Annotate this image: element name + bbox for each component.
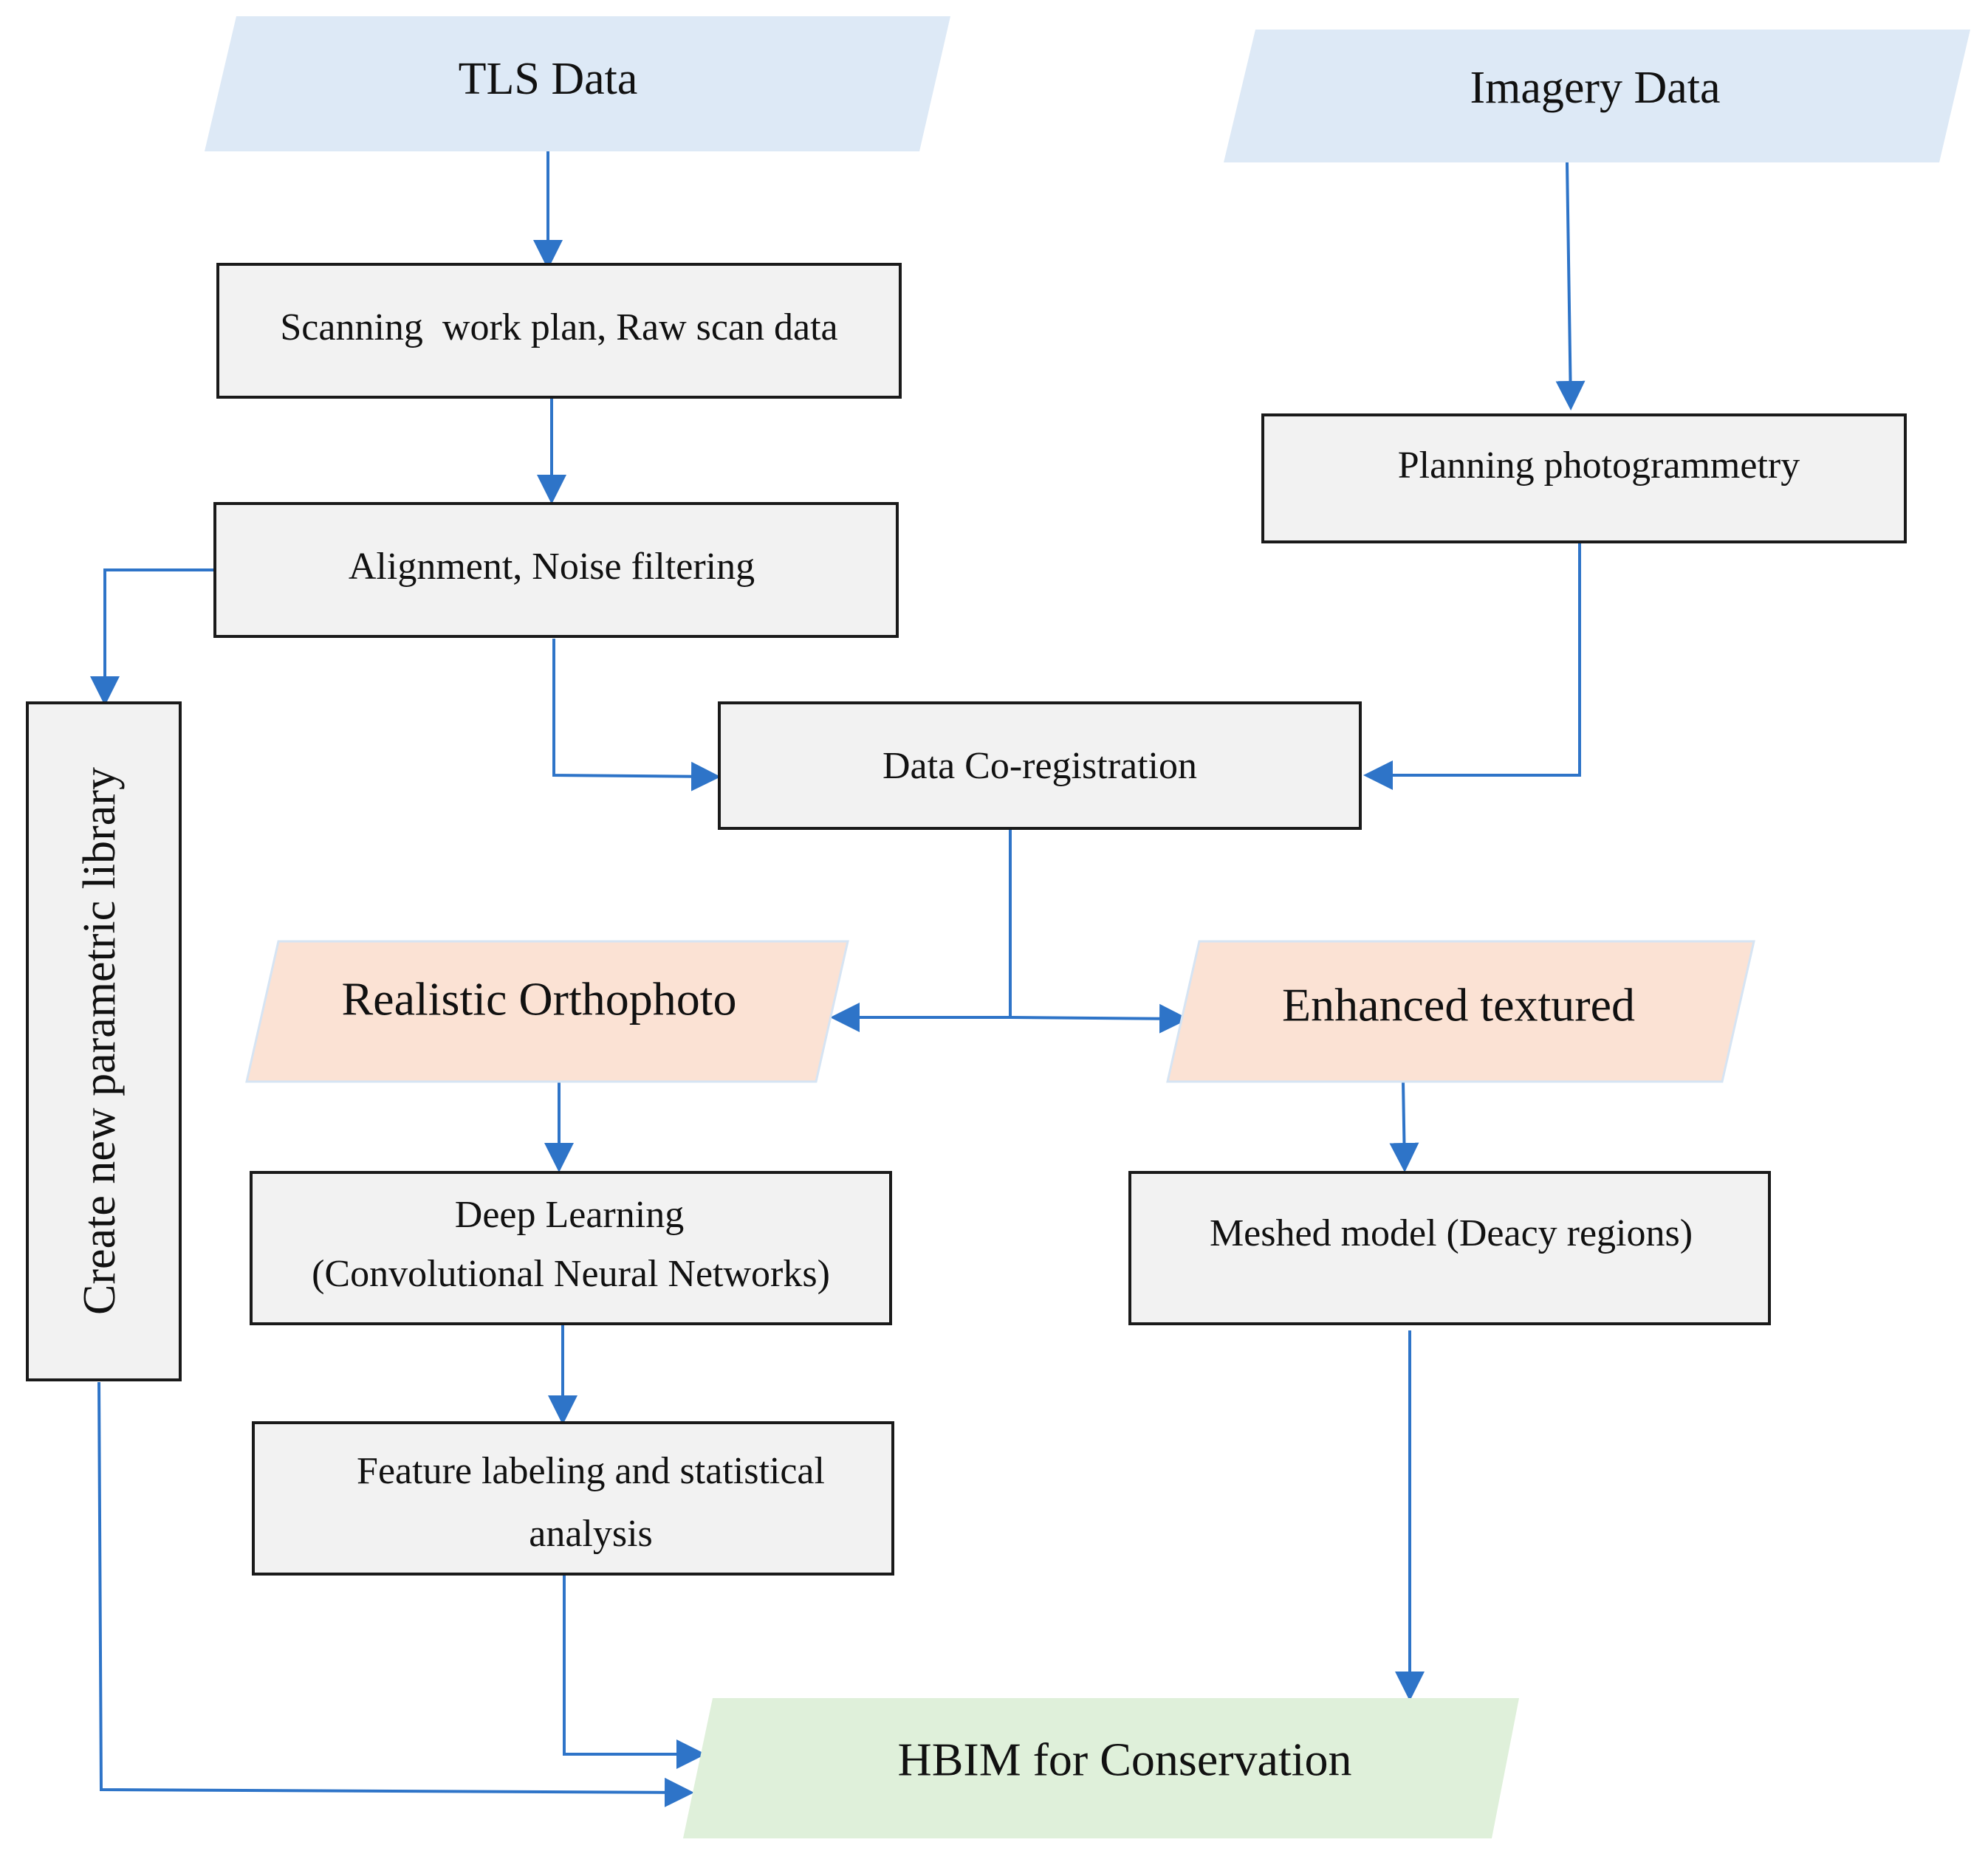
node-coregistration: Data Co-registration — [718, 701, 1362, 830]
node-deep-learning: Deep Learning (Convolutional Neural Netw… — [250, 1171, 892, 1325]
orthophoto-label: Realistic Orthophoto — [341, 973, 736, 1026]
node-orthophoto: Realistic Orthophoto — [245, 940, 849, 1083]
arrow-alignment-to-coregistration — [552, 639, 721, 791]
deep-learning-label-line1: Deep Learning — [455, 1194, 684, 1236]
node-meshed: Meshed model (Deacy regions) — [1128, 1171, 1771, 1325]
alignment-box — [213, 502, 899, 638]
arrow-split-to-textured — [1010, 1003, 1189, 1034]
connectors — [90, 148, 1586, 1807]
node-scanning: Scanning work plan, Raw scan data — [216, 263, 902, 399]
feature-label-line1: Feature labeling and statistical — [357, 1450, 825, 1492]
orthophoto-shape — [245, 940, 849, 1083]
tls-data-shape — [205, 16, 950, 151]
arrow-feature-to-hbim — [563, 1574, 706, 1769]
meshed-box — [1128, 1171, 1771, 1325]
planning-box — [1261, 413, 1907, 543]
hbim-label: HBIM for Conservation — [897, 1734, 1351, 1786]
hbim-shape — [683, 1698, 1519, 1838]
arrow-planning-to-coregistration — [1363, 541, 1581, 790]
imagery-data-shape — [1224, 30, 1970, 162]
node-planning: Planning photogrammetry — [1261, 413, 1907, 543]
deep-learning-label-line2: (Convolutional Neural Networks) — [312, 1253, 830, 1295]
textured-shape — [1166, 940, 1755, 1083]
node-imagery-data: Imagery Data — [1224, 30, 1970, 162]
node-feature: Feature labeling and statistical analysi… — [252, 1421, 894, 1576]
node-library: Create new parametric library — [26, 701, 182, 1381]
scanning-box — [216, 263, 902, 399]
textured-label: Enhanced textured — [1282, 979, 1635, 1031]
library-label: Create new parametric library — [75, 767, 125, 1315]
imagery-data-label: Imagery Data — [1470, 63, 1720, 113]
node-alignment: Alignment, Noise filtering — [213, 502, 899, 638]
arrow-alignment-to-library — [90, 568, 215, 706]
alignment-label: Alignment, Noise filtering — [349, 546, 755, 588]
scanning-label: Scanning work plan, Raw scan data — [280, 306, 837, 348]
node-textured: Enhanced textured — [1166, 940, 1755, 1083]
coregistration-box — [718, 701, 1362, 830]
feature-label-line2: analysis — [529, 1513, 653, 1555]
arrow-textured-to-meshed — [1389, 1081, 1419, 1172]
coregistration-label: Data Co-registration — [882, 745, 1197, 787]
feature-box — [252, 1421, 894, 1576]
node-tls-data: TLS Data — [205, 16, 950, 151]
arrow-imagery-to-planning — [1555, 162, 1586, 410]
library-box — [26, 701, 182, 1381]
meshed-label: Meshed model (Deacy regions) — [1210, 1212, 1693, 1254]
planning-label: Planning photogrammetry — [1398, 444, 1800, 487]
tls-data-label: TLS Data — [459, 54, 638, 104]
node-hbim: HBIM for Conservation — [683, 1698, 1519, 1838]
deep-learning-box — [250, 1171, 892, 1325]
arrow-library-to-hbim — [97, 1381, 694, 1807]
